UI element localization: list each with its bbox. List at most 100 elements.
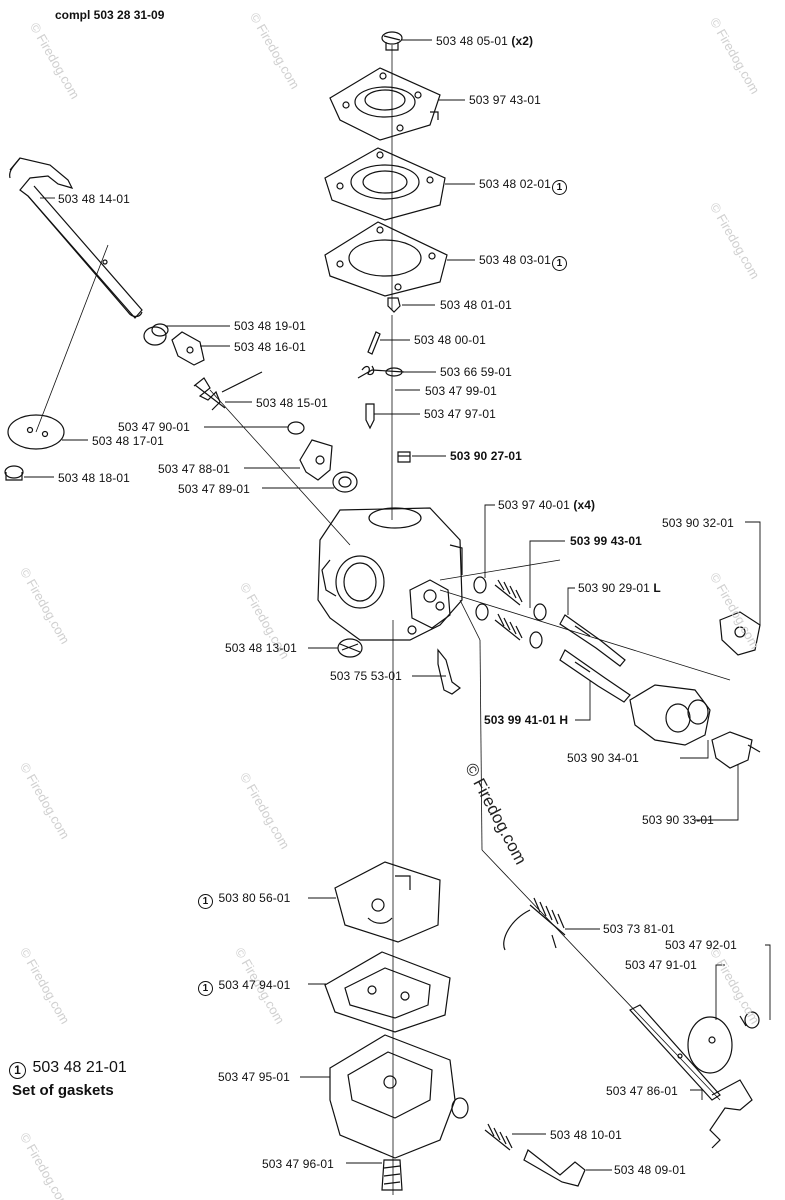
part-label[interactable]: 503 75 53-01 (330, 669, 402, 683)
part-label[interactable]: 503 47 90-01 (118, 420, 190, 434)
return-spring (193, 371, 263, 411)
part-label[interactable]: 1 503 47 94-01 (197, 978, 290, 996)
limiter-cap-top (719, 611, 761, 656)
idle-adjust-screw (523, 1149, 586, 1187)
shaft-bushing (143, 323, 169, 346)
part-number: 503 97 40-01 (498, 498, 570, 512)
part-number: 503 48 03-01 (479, 253, 551, 267)
part-label[interactable]: 503 48 15-01 (256, 396, 328, 410)
part-label[interactable]: 503 90 33-01 (642, 813, 714, 827)
part-label[interactable]: 503 48 09-01 (614, 1163, 686, 1177)
part-label[interactable]: 503 48 19-01 (234, 319, 306, 333)
disc-screw (4, 465, 24, 481)
leader-lines (24, 39, 771, 1171)
part-label[interactable]: 503 48 05-01 (x2) (436, 34, 533, 48)
limiter-cap (629, 684, 711, 746)
choke-shaft (629, 1004, 753, 1149)
part-label[interactable]: 503 99 41-01 H (484, 713, 568, 727)
needle-suffix: H (559, 713, 569, 727)
needle-l (559, 614, 626, 667)
needle-screw (387, 297, 401, 313)
part-label[interactable]: 503 48 00-01 (414, 333, 486, 347)
adjust-spring-h (494, 613, 523, 641)
gasket-set-legend: 1 503 48 21-01 (8, 1059, 127, 1079)
pump-diaphragm (324, 147, 446, 221)
part-label[interactable]: 503 47 92-01 (665, 938, 737, 952)
gasket-set-marker: 1 (9, 1062, 26, 1079)
part-label[interactable]: 503 48 13-01 (225, 641, 297, 655)
part-label[interactable]: 503 73 81-01 (603, 922, 675, 936)
cover-screw (381, 31, 403, 51)
inlet-lever (357, 365, 405, 379)
pump-gasket (324, 221, 448, 297)
part-number: 503 48 02-01 (479, 177, 551, 191)
idle-screw (437, 648, 461, 695)
part-label[interactable]: 503 48 17-01 (92, 434, 164, 448)
throttle-shaft (9, 157, 143, 319)
part-label[interactable]: 1 503 80 56-01 (197, 891, 290, 909)
needle-suffix: L (653, 581, 661, 595)
gasket-set-description: Set of gaskets (12, 1082, 114, 1099)
part-label[interactable]: 503 66 59-01 (440, 365, 512, 379)
part-label[interactable]: 503 90 32-01 (662, 516, 734, 530)
part-label[interactable]: 503 48 10-01 (550, 1128, 622, 1142)
part-label[interactable]: 503 48 14-01 (58, 192, 130, 206)
part-label[interactable]: 503 48 18-01 (58, 471, 130, 485)
choke-valve-disc (687, 1016, 733, 1074)
cover-screw-bottom (381, 1159, 403, 1191)
part-label[interactable]: 503 99 43-01 (570, 534, 642, 548)
part-number: 503 48 05-01 (436, 34, 508, 48)
throttle-valve-disc (7, 414, 65, 450)
part-label[interactable]: 503 48 01-01 (440, 298, 512, 312)
gasket-set-part-number[interactable]: 503 48 21-01 (32, 1059, 127, 1076)
roller (332, 471, 358, 493)
part-label[interactable]: 503 47 86-01 (606, 1084, 678, 1098)
part-label[interactable]: 503 47 99-01 (425, 384, 497, 398)
lever-pin (367, 331, 381, 355)
part-label[interactable]: 503 90 29-01 L (578, 581, 661, 595)
part-label[interactable]: 503 47 95-01 (218, 1070, 290, 1084)
needle-h (559, 649, 631, 703)
adjust-gaskets (473, 576, 547, 649)
part-label[interactable]: 503 47 88-01 (158, 462, 230, 476)
welch-plug (397, 451, 411, 463)
axis-line-choke-right (459, 599, 481, 641)
idle-spring (484, 1123, 513, 1151)
throttle-lever (171, 331, 205, 366)
axis-line-adjust (439, 589, 731, 681)
part-label[interactable]: 503 90 27-01 (450, 449, 522, 463)
quantity-suffix: (x4) (573, 498, 596, 512)
detent-ball (287, 421, 305, 435)
gasket-set-marker: 1 (551, 256, 567, 271)
part-label[interactable]: 503 97 43-01 (469, 93, 541, 107)
part-label[interactable]: 503 97 40-01 (x4) (498, 498, 595, 512)
metering-cover (329, 1034, 469, 1159)
choke-disc-screw (739, 1011, 760, 1029)
gasket-set-marker: 1 (551, 180, 567, 195)
filter-screen (337, 638, 363, 658)
part-number: 503 47 94-01 (218, 978, 291, 992)
assembly-number: compl 503 28 31-09 (55, 8, 165, 22)
part-number: 503 80 56-01 (218, 891, 291, 905)
axis-line-adjust-low (439, 559, 561, 581)
quantity-suffix: (x2) (511, 34, 534, 48)
part-label[interactable]: 503 47 89-01 (178, 482, 250, 496)
gasket-set-marker: 1 (198, 894, 213, 909)
axis-line-choke-right (481, 849, 721, 1101)
part-label[interactable]: 503 48 16-01 (234, 340, 306, 354)
part-number: 503 90 29-01 (578, 581, 650, 595)
limiter-cap-bottom (711, 731, 761, 769)
adjust-spring-l (494, 579, 523, 606)
part-label[interactable]: 503 90 34-01 (567, 751, 639, 765)
part-label[interactable]: 503 47 91-01 (625, 958, 697, 972)
inlet-needle (365, 403, 375, 430)
gasket-set-marker: 1 (198, 981, 213, 996)
axis-line-choke-right (479, 639, 483, 851)
axis-line-throttle (209, 389, 351, 546)
pump-cover (329, 67, 441, 141)
part-label[interactable]: 503 47 96-01 (262, 1157, 334, 1171)
part-label[interactable]: 503 47 97-01 (424, 407, 496, 421)
